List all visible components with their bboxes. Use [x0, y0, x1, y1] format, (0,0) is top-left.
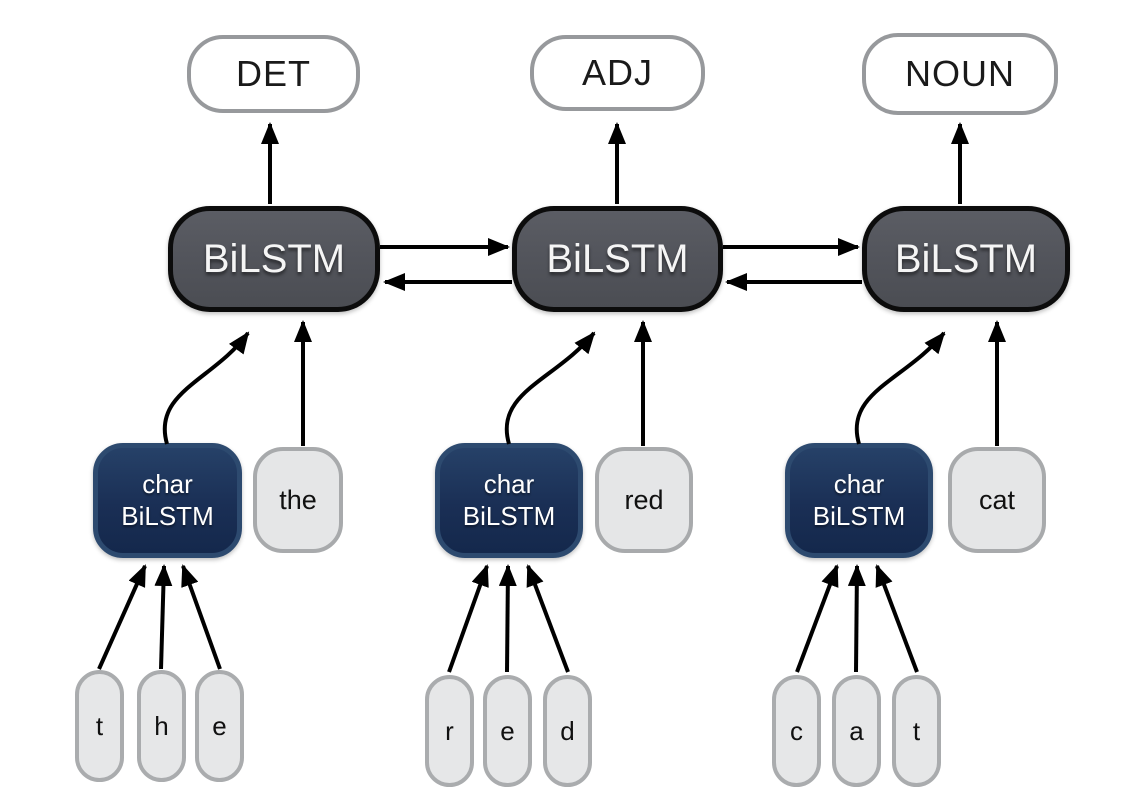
word-label: cat — [978, 484, 1016, 515]
char-node-3-2: a — [832, 675, 881, 787]
tag-node-det: DET — [187, 35, 360, 113]
char-node-1-3: e — [195, 670, 244, 782]
arrow-char-3-3-to-charbilstm-3 — [875, 564, 919, 673]
char-bilstm-label-line2: BiLSTM — [121, 500, 214, 531]
tag-label: ADJ — [581, 52, 653, 93]
char-bilstm-node-3: char BiLSTM — [785, 443, 933, 558]
char-node-1-2: h — [137, 670, 186, 782]
tag-label: NOUN — [905, 53, 1015, 94]
word-node-2: red — [595, 447, 693, 553]
word-label: red — [624, 484, 664, 515]
arrow-char-1-1-to-charbilstm-1 — [97, 564, 147, 670]
arrow-char-1-2-to-charbilstm-1 — [154, 564, 173, 670]
arrow-char-3-1-to-charbilstm-3 — [795, 564, 839, 673]
arrow-char-2-3-to-charbilstm-2 — [526, 564, 570, 673]
arrow-char-2-2-to-charbilstm-2 — [498, 564, 517, 673]
char-bilstm-label-line1: char — [833, 469, 885, 500]
char-bilstm-node-1: char BiLSTM — [93, 443, 242, 558]
tag-node-adj: ADJ — [530, 35, 705, 111]
char-node-1-1: t — [75, 670, 124, 782]
bilstm-label: BiLSTM — [546, 236, 689, 281]
char-label: t — [912, 715, 921, 746]
char-label: h — [154, 710, 169, 741]
tag-node-noun: NOUN — [862, 33, 1058, 115]
bilstm-label: BiLSTM — [202, 236, 346, 281]
bilstm-node-2: BiLSTM — [512, 206, 723, 312]
arrow-char-1-3-to-charbilstm-1 — [181, 564, 222, 670]
bilstm-node-3: BiLSTM — [862, 206, 1070, 312]
char-bilstm-label-line2: BiLSTM — [462, 500, 556, 531]
arrow-char-2-1-to-charbilstm-2 — [447, 564, 489, 673]
char-node-3-1: c — [772, 675, 821, 787]
char-bilstm-label-line1: char — [483, 469, 535, 500]
word-node-3: cat — [948, 447, 1046, 553]
char-node-2-3: d — [543, 675, 592, 787]
word-label: the — [279, 484, 317, 515]
arrow-charbilstm-1-to-bilstm-1 — [162, 331, 250, 445]
char-bilstm-node-2: char BiLSTM — [435, 443, 583, 558]
char-label: e — [212, 710, 227, 741]
word-node-1: the — [253, 447, 343, 553]
char-label: c — [790, 715, 803, 746]
arrow-charbilstm-3-to-bilstm-3 — [854, 331, 946, 445]
char-label: t — [95, 710, 104, 741]
char-bilstm-label-line2: BiLSTM — [812, 500, 906, 531]
arrow-charbilstm-2-to-bilstm-2 — [504, 331, 596, 445]
char-node-2-2: e — [483, 675, 532, 787]
char-bilstm-label-line1: char — [142, 469, 193, 500]
arrow-char-3-2-to-charbilstm-3 — [847, 564, 866, 673]
bilstm-label: BiLSTM — [894, 236, 1038, 281]
char-node-3-3: t — [892, 675, 941, 787]
char-node-2-1: r — [425, 675, 474, 787]
char-label: e — [500, 715, 515, 746]
char-label: r — [445, 715, 454, 746]
char-label: a — [849, 715, 864, 746]
tag-label: DET — [236, 53, 311, 94]
char-label: d — [560, 715, 575, 746]
bilstm-node-1: BiLSTM — [168, 206, 380, 312]
